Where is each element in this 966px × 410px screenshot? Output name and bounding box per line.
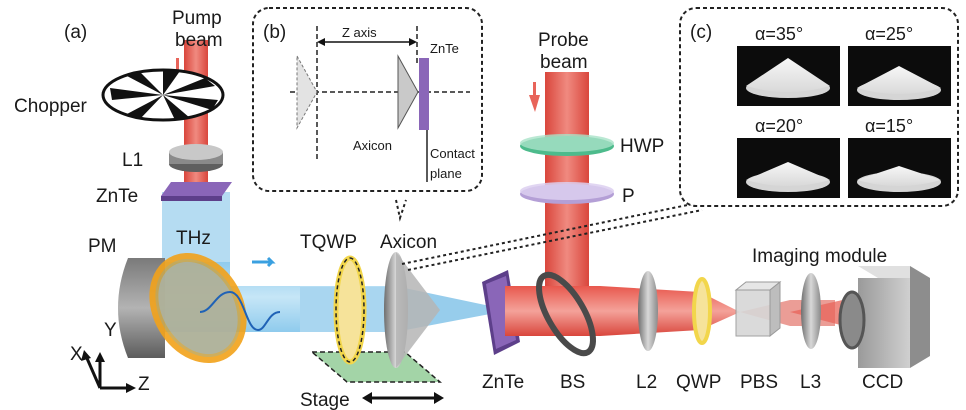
alpha-label-4: α=15° xyxy=(865,116,913,136)
axicon-photo-2 xyxy=(848,46,951,106)
inset-b: (b) Z axis ZnTe Axicon Contact plane xyxy=(252,7,483,192)
l2-label: L2 xyxy=(636,372,657,393)
pump-beam-label-1: Pump xyxy=(172,8,222,29)
qwp-label: QWP xyxy=(676,372,721,393)
qwp-plate xyxy=(692,277,712,345)
panel-b-label: (b) xyxy=(263,22,286,43)
stage-arrow xyxy=(362,392,444,404)
alpha-label-1: α=35° xyxy=(755,24,803,44)
stage-platform xyxy=(309,351,443,383)
axicon-photo-1 xyxy=(737,46,840,106)
axis-z-label: Z xyxy=(138,374,150,395)
inset-znte-label: ZnTe xyxy=(430,41,459,56)
tqwp-label: TQWP xyxy=(300,232,357,253)
lens-l1 xyxy=(169,144,223,172)
alpha-label-3: α=20° xyxy=(755,116,803,136)
z-axis-label: Z axis xyxy=(342,25,377,40)
inset-c: (c) α=35° α=25° α=20° α=15° xyxy=(679,7,959,207)
stage-label: Stage xyxy=(300,390,350,410)
probe-beam-label-2: beam xyxy=(540,52,588,73)
axis-x-label: X xyxy=(70,344,83,365)
alpha-label-2: α=25° xyxy=(865,24,913,44)
lens-l3 xyxy=(801,273,821,349)
znte-left-label: ZnTe xyxy=(96,186,138,207)
pump-beam-label-2: beam xyxy=(175,30,223,51)
contact-plane-label-1: Contact xyxy=(430,146,475,161)
lens-l2 xyxy=(638,271,658,351)
axicon-lens xyxy=(384,252,440,368)
probe-beam-label-1: Probe xyxy=(538,30,589,51)
ccd-camera xyxy=(838,266,930,368)
panel-a-label: (a) xyxy=(64,22,87,43)
inset-axicon-label: Axicon xyxy=(353,138,392,153)
chopper xyxy=(101,68,225,122)
coordinate-axes: X Y Z xyxy=(70,320,150,395)
parabolic-mirror xyxy=(118,252,281,364)
axicon-photo-4 xyxy=(848,138,951,198)
p-polarizer xyxy=(520,182,614,204)
callout-lines xyxy=(395,199,703,271)
l1-label: L1 xyxy=(122,150,143,171)
znte-crystal-left xyxy=(161,182,232,201)
pbs-label: PBS xyxy=(740,372,778,393)
ccd-label: CCD xyxy=(862,372,903,393)
contact-plane-label-2: plane xyxy=(430,166,462,181)
axicon-photo-3 xyxy=(737,138,840,198)
axicon-label: Axicon xyxy=(380,232,437,253)
axis-y-label: Y xyxy=(104,320,117,341)
hwp-label: HWP xyxy=(620,136,664,157)
panel-c-label: (c) xyxy=(690,22,712,43)
hwp-plate xyxy=(520,134,614,156)
p-label: P xyxy=(622,186,635,207)
chopper-label: Chopper xyxy=(14,96,88,117)
bs-label: BS xyxy=(560,372,585,393)
pbs-cube xyxy=(734,280,782,338)
znte-right-label: ZnTe xyxy=(482,372,524,393)
thz-arrow xyxy=(252,256,276,268)
tqwp-plate xyxy=(333,255,367,365)
beam-splitter xyxy=(536,271,596,357)
imaging-module-label: Imaging module xyxy=(752,246,887,267)
pm-label: PM xyxy=(88,236,117,257)
l3-label: L3 xyxy=(800,372,821,393)
thz-label: THz xyxy=(176,228,211,249)
